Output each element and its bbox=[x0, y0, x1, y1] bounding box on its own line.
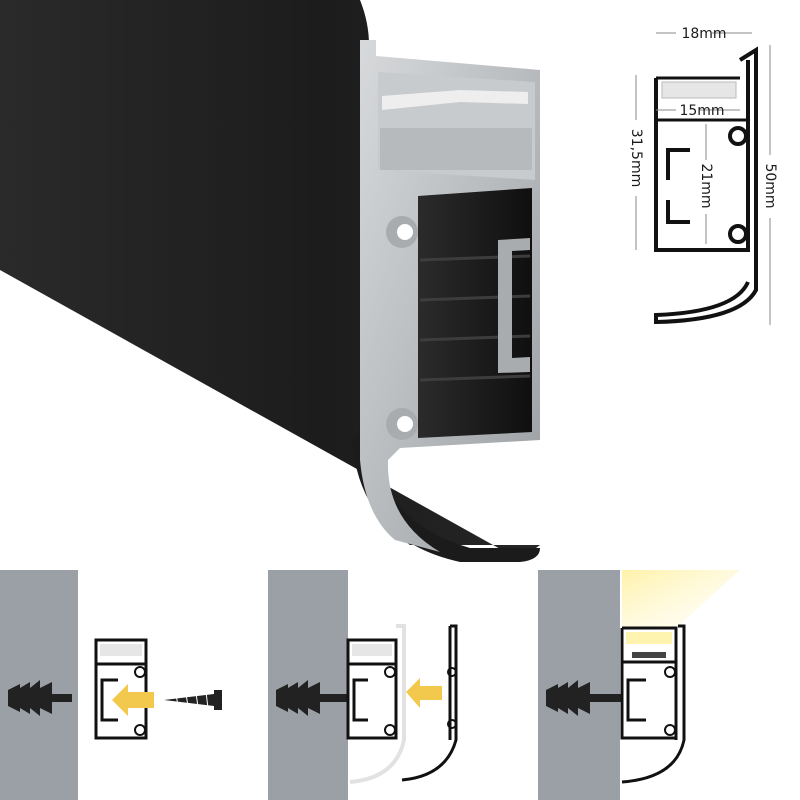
install-step-3 bbox=[538, 570, 740, 800]
wall-plug-icon bbox=[276, 680, 348, 716]
wall-plug-icon bbox=[8, 680, 72, 716]
cross-section-clip-bottom bbox=[728, 224, 748, 244]
diffuser-icon bbox=[352, 644, 392, 656]
diffuser-cover bbox=[382, 90, 528, 110]
led-strip-icon bbox=[632, 652, 666, 658]
profile-3d-render bbox=[0, 0, 540, 562]
profile-section-icon bbox=[620, 626, 678, 740]
cover-profile-icon bbox=[401, 624, 458, 782]
diffuser-floor bbox=[380, 128, 532, 170]
diffuser-icon bbox=[626, 632, 672, 644]
cross-section-diffuser bbox=[661, 81, 737, 99]
wall-plug-icon bbox=[546, 680, 622, 716]
install-step-1 bbox=[0, 570, 222, 800]
install-step-2 bbox=[268, 570, 458, 800]
dim-channel-height: 21mm bbox=[698, 163, 714, 208]
profile-section-icon bbox=[94, 638, 148, 740]
screw-channel-top bbox=[386, 216, 418, 248]
arrow-left-icon bbox=[406, 678, 442, 708]
dim-width-top: 18mm bbox=[681, 26, 726, 42]
dimension-drawing: 18mm 15mm 31,5mm 21mm 50mm bbox=[628, 26, 778, 325]
wall bbox=[538, 570, 620, 800]
light-beam bbox=[622, 570, 740, 628]
cross-section-rail bbox=[666, 148, 690, 224]
cover-profile-icon bbox=[621, 624, 686, 784]
profile-section-icon bbox=[346, 638, 398, 740]
inner-cavity bbox=[418, 188, 532, 438]
mounting-rail bbox=[498, 238, 530, 373]
dim-height-total: 50mm bbox=[762, 163, 778, 208]
ghost-cover-icon bbox=[349, 624, 406, 784]
screw-channel-bottom bbox=[386, 408, 418, 440]
dim-height-inner: 31,5mm bbox=[628, 129, 644, 187]
arrow-left-icon bbox=[112, 684, 154, 716]
cross-section-outline bbox=[654, 46, 758, 325]
dim-width-inner: 15mm bbox=[679, 103, 724, 119]
diffuser-icon bbox=[100, 644, 142, 656]
profile-front-face bbox=[0, 0, 540, 560]
screw-icon bbox=[164, 690, 222, 710]
cross-section-clip-top bbox=[728, 126, 748, 146]
